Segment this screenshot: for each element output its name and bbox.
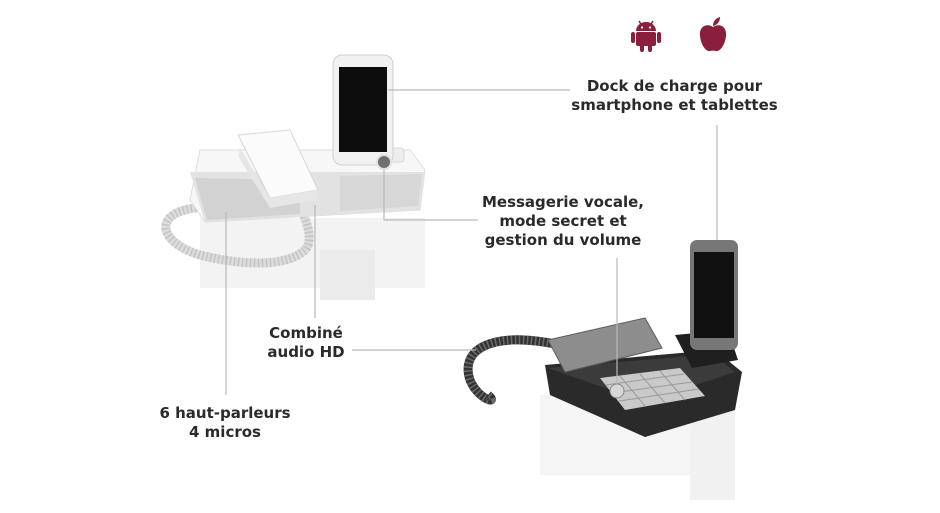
handset-callout-line2: audio HD: [267, 343, 345, 361]
voicemail-callout-line1: Messagerie vocale,: [481, 193, 645, 211]
speakers-callout-line2: 4 micros: [189, 423, 261, 441]
voicemail-callout: Messagerie vocale, mode secret et gestio…: [478, 193, 648, 250]
control-knob: [376, 154, 392, 170]
voicemail-callout-line3: gestion du volume: [484, 231, 642, 249]
black-control-knob: [609, 383, 625, 399]
voicemail-callout-line2: mode secret et: [499, 212, 627, 230]
handset-callout: Combiné audio HD: [258, 324, 354, 362]
dock-callout: Dock de charge pour smartphone et tablet…: [567, 77, 782, 115]
speakers-callout: 6 haut-parleurs 4 micros: [150, 404, 300, 442]
handset-callout-line1: Combiné: [269, 324, 343, 342]
android-icon: [626, 14, 666, 54]
speakers-callout-line1: 6 haut-parleurs: [159, 404, 291, 422]
black-handset: [547, 317, 663, 373]
dock-callout-line1: Dock de charge pour: [586, 77, 763, 95]
apple-icon: [693, 14, 733, 54]
dock-callout-line2: smartphone et tablettes: [571, 96, 778, 114]
leader-voicemail-white: [383, 170, 478, 221]
white-phone-cord: [161, 202, 314, 268]
